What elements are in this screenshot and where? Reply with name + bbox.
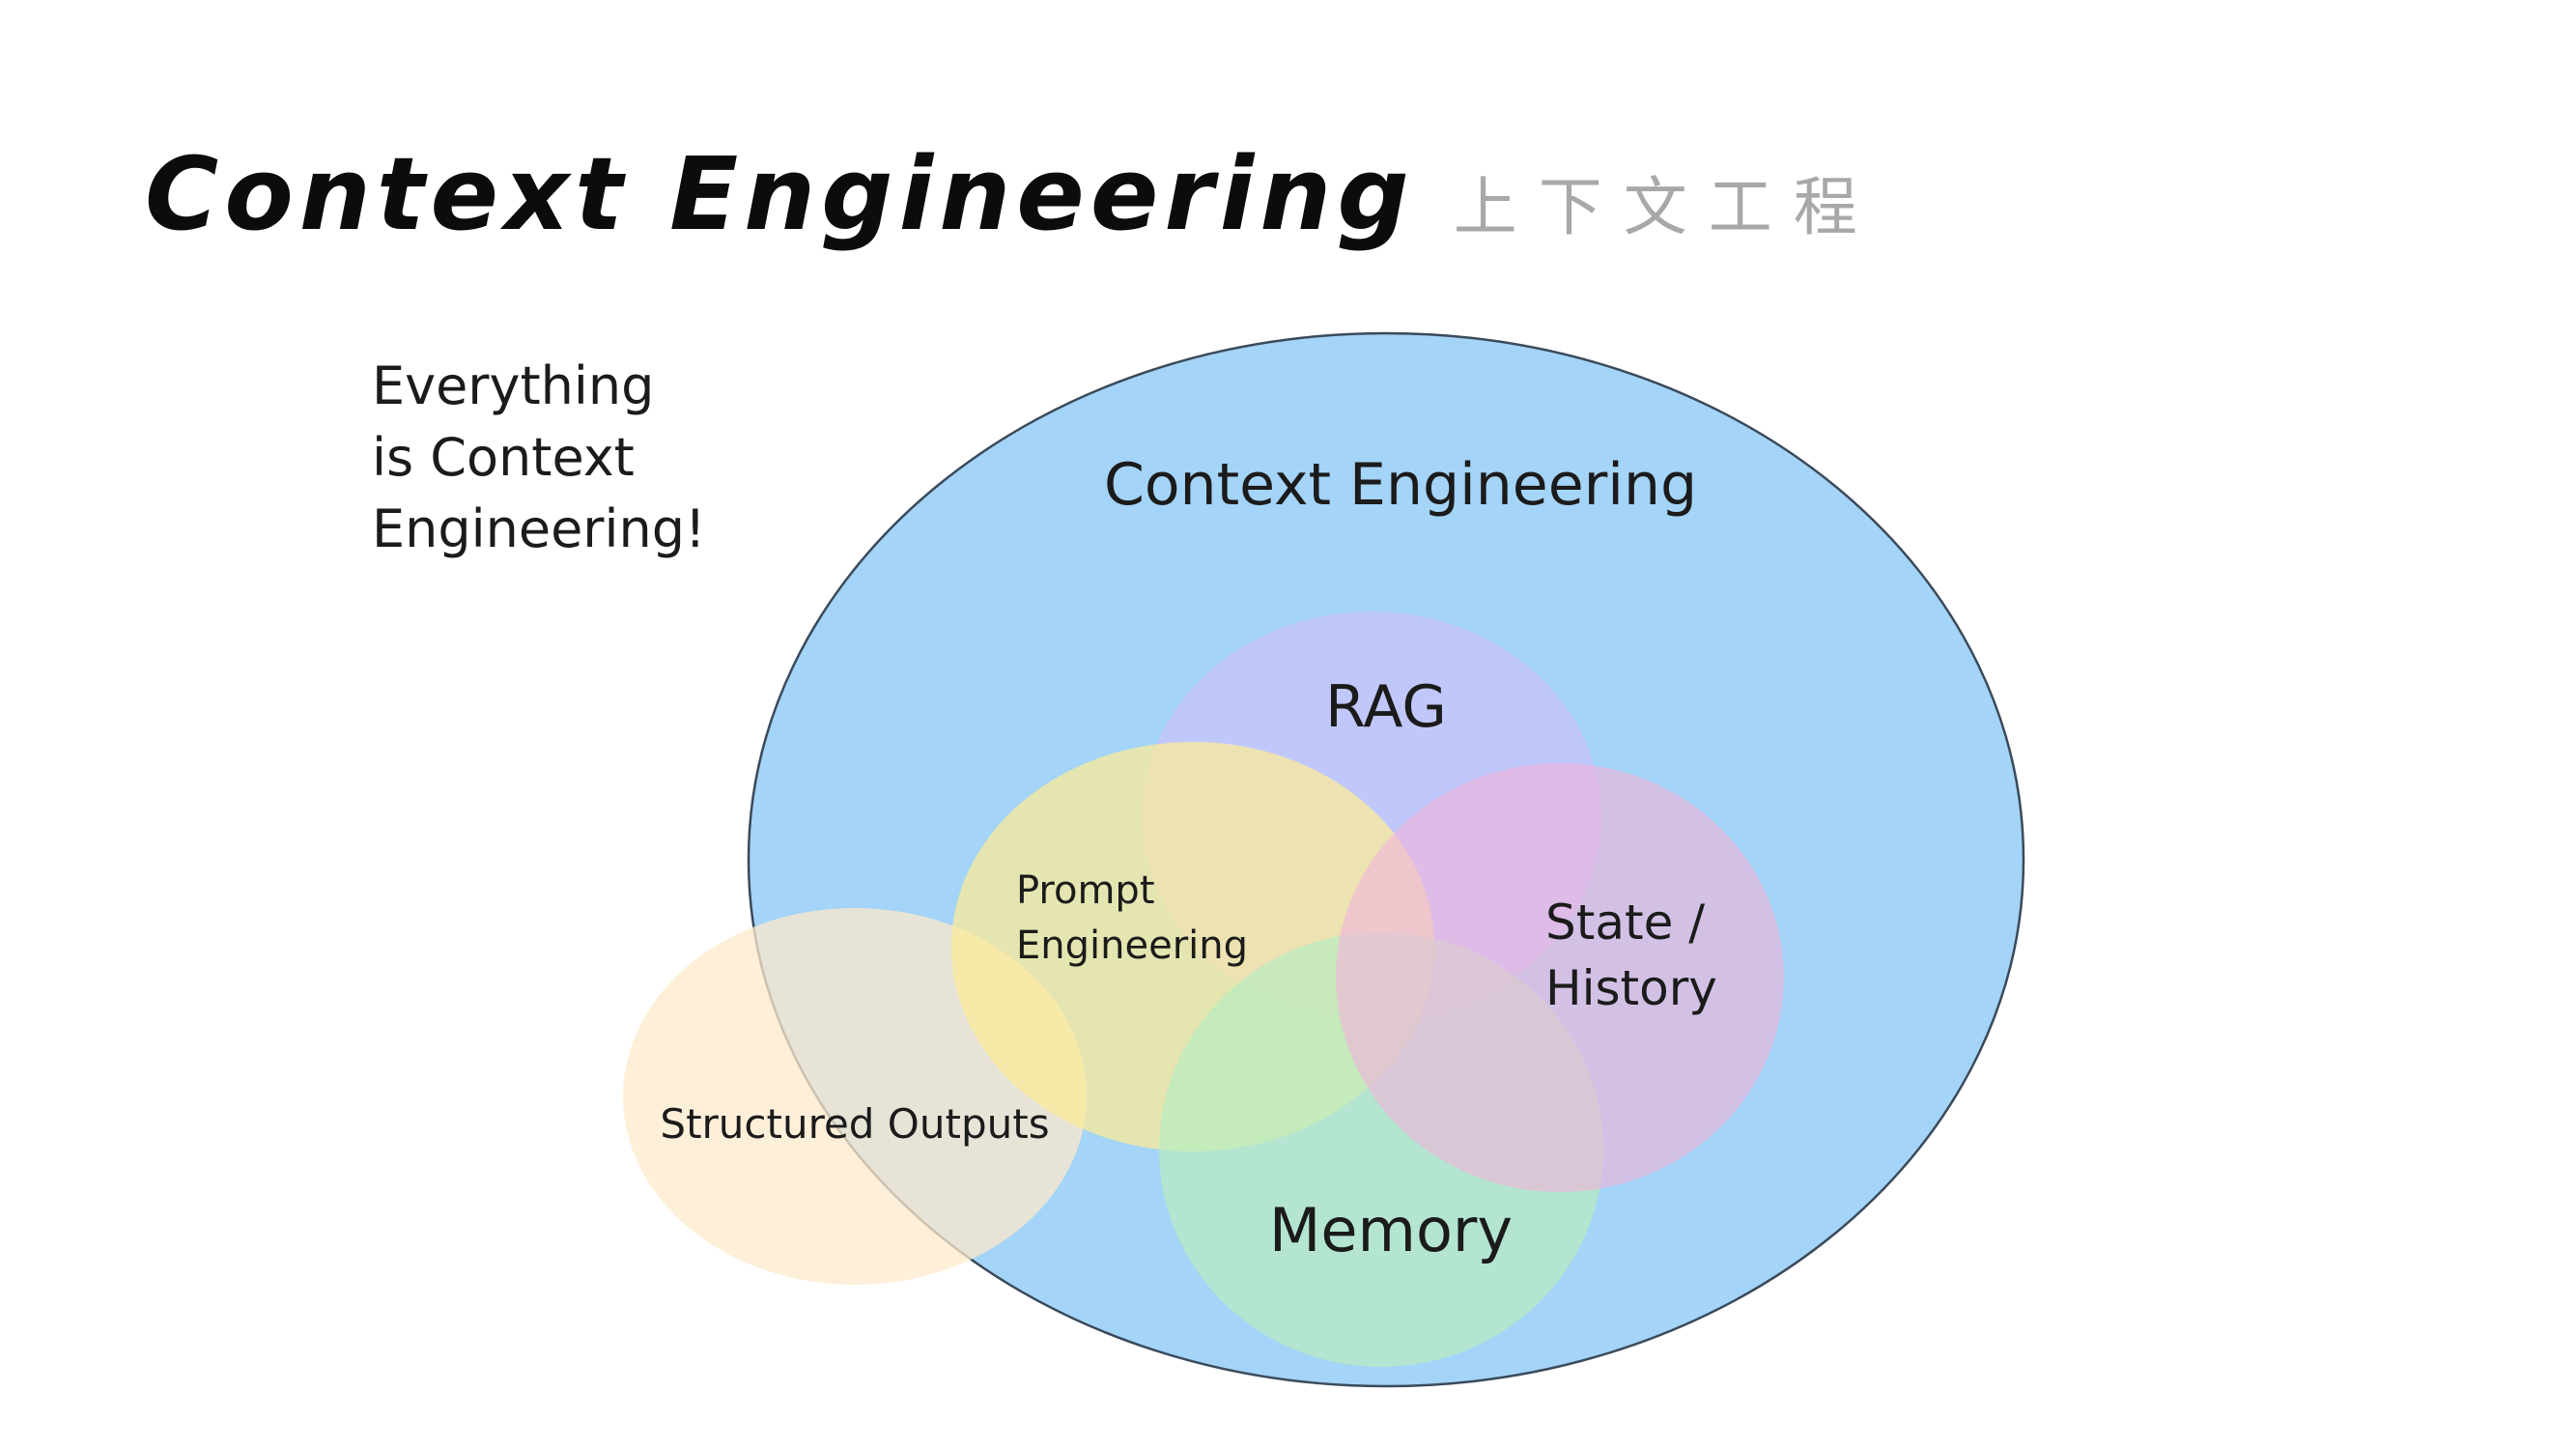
state-label-line-2: History <box>1545 960 1717 1016</box>
outer-ellipse-label: Context Engineering <box>1104 451 1697 519</box>
title-chinese: 上下文工程 <box>1453 170 1879 244</box>
note-line-2: is Context <box>372 427 635 488</box>
state-label-line-1: State / <box>1545 895 1705 951</box>
circle-state-history <box>1336 763 1784 1192</box>
slide-title: Context Engineering 上下文工程 <box>145 135 1879 270</box>
prompt-label-line-1: Prompt <box>1016 868 1155 913</box>
prompt-label-line-2: Engineering <box>1016 923 1248 968</box>
note-line-3: Engineering! <box>372 498 706 559</box>
structured-outputs-label: Structured Outputs <box>660 1100 1049 1148</box>
rag-label: RAG <box>1325 673 1447 741</box>
title-english: Context Engineering <box>145 135 1415 253</box>
note-line-1: Everything <box>372 355 654 416</box>
memory-label: Memory <box>1269 1195 1513 1265</box>
